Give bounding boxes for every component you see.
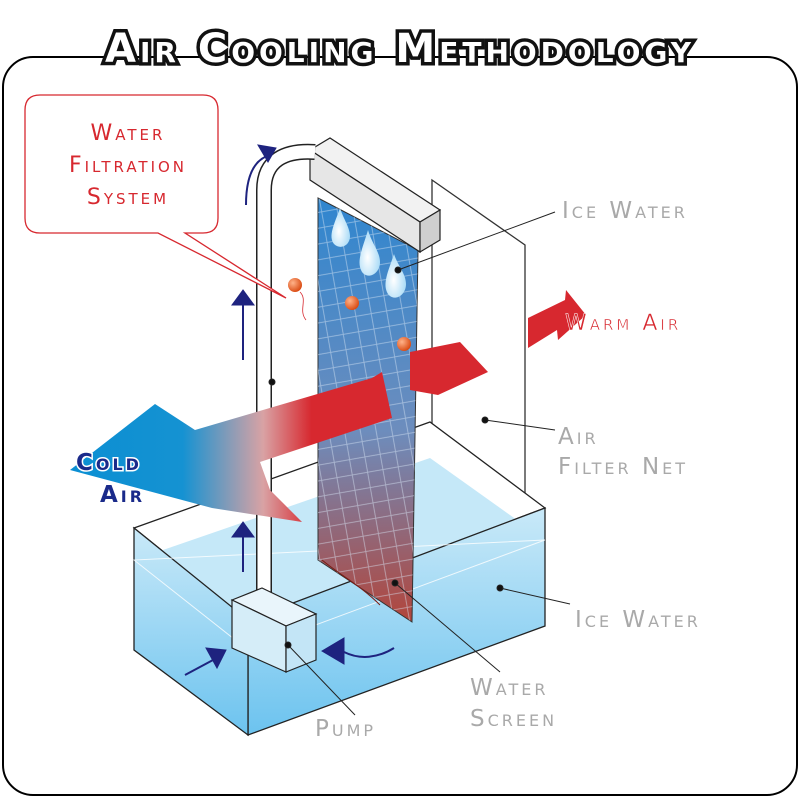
page-title: Air Cooling Methodology bbox=[105, 26, 695, 72]
orange-droplets bbox=[288, 278, 411, 606]
label-ice-water-bottom: Ice Water bbox=[575, 607, 701, 633]
callout-line-2: Filtration bbox=[69, 153, 187, 178]
label-ice-water-top: Ice Water bbox=[562, 198, 688, 224]
water-drop-icon bbox=[359, 230, 380, 276]
label-warm-air: Warm Air bbox=[565, 311, 681, 336]
label-cold-air-1: Cold bbox=[76, 450, 142, 476]
warm-air-arrow-middle bbox=[410, 342, 488, 395]
flow-arrows bbox=[184, 144, 395, 676]
water-drop-icon bbox=[331, 208, 350, 247]
flow-arrow-icon bbox=[205, 647, 227, 670]
water-drop-icon bbox=[385, 254, 406, 298]
ice-water-drops bbox=[331, 208, 406, 298]
callout-water-filtration: Water Filtration System bbox=[24, 94, 287, 299]
callout-line-3: System bbox=[87, 185, 169, 210]
pump bbox=[230, 587, 318, 673]
label-air-filter-1: Air bbox=[558, 424, 599, 450]
flow-arrow-icon bbox=[321, 637, 345, 665]
flow-arrow-icon bbox=[257, 144, 277, 163]
label-water-screen-1: Water bbox=[470, 675, 548, 701]
label-cold-air-2: Air bbox=[100, 482, 145, 508]
leader-lines bbox=[268, 211, 571, 716]
label-air-filter-2: Filter Net bbox=[558, 454, 688, 480]
callout-line-1: Water bbox=[91, 121, 166, 146]
water-pipe bbox=[256, 143, 316, 595]
label-water-screen-2: Screen bbox=[470, 706, 557, 732]
cold-air-arrow bbox=[70, 372, 392, 522]
water-spreader bbox=[308, 137, 442, 254]
warm-air-arrow-right bbox=[528, 290, 586, 348]
label-pump: Pump bbox=[315, 716, 376, 742]
